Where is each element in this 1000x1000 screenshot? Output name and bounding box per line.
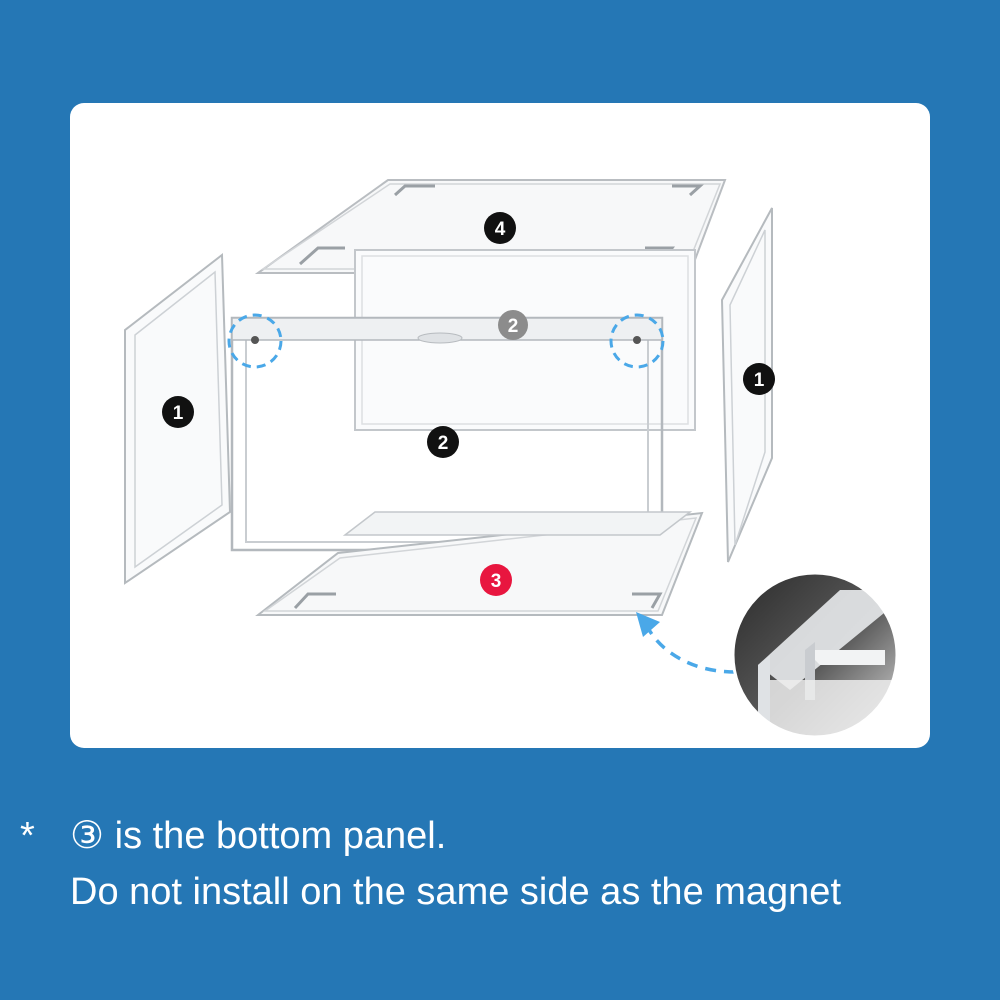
magnet-highlight-right bbox=[609, 313, 665, 369]
badge-front-panel: 2 bbox=[427, 426, 459, 458]
badge-bottom-panel: 3 bbox=[480, 564, 512, 596]
caption-text-1: ③ is the bottom panel. bbox=[70, 815, 447, 857]
badge-label: 2 bbox=[508, 316, 519, 337]
badge-rear-panel: 2 bbox=[498, 310, 528, 340]
badge-left-side-panel: 1 bbox=[162, 396, 194, 428]
badge-label: 4 bbox=[495, 219, 506, 240]
badge-label: 1 bbox=[754, 370, 765, 391]
caption-line-1: * ③ is the bottom panel. bbox=[20, 808, 446, 864]
bottom-panel bbox=[255, 511, 704, 616]
caption-line-2: Do not install on the same side as the m… bbox=[70, 871, 842, 913]
badge-top-panel: 4 bbox=[484, 212, 516, 244]
badge-label: 1 bbox=[173, 403, 184, 424]
dashed-arrow bbox=[646, 627, 736, 674]
arrow-head-icon bbox=[636, 612, 660, 637]
badge-label: 3 bbox=[491, 571, 502, 592]
badge-label: 2 bbox=[438, 433, 449, 454]
asterisk: * bbox=[20, 815, 35, 857]
magnet-highlight-left bbox=[227, 313, 283, 369]
corner-zoom-view bbox=[731, 571, 899, 739]
badge-right-side-panel: 1 bbox=[743, 363, 775, 395]
